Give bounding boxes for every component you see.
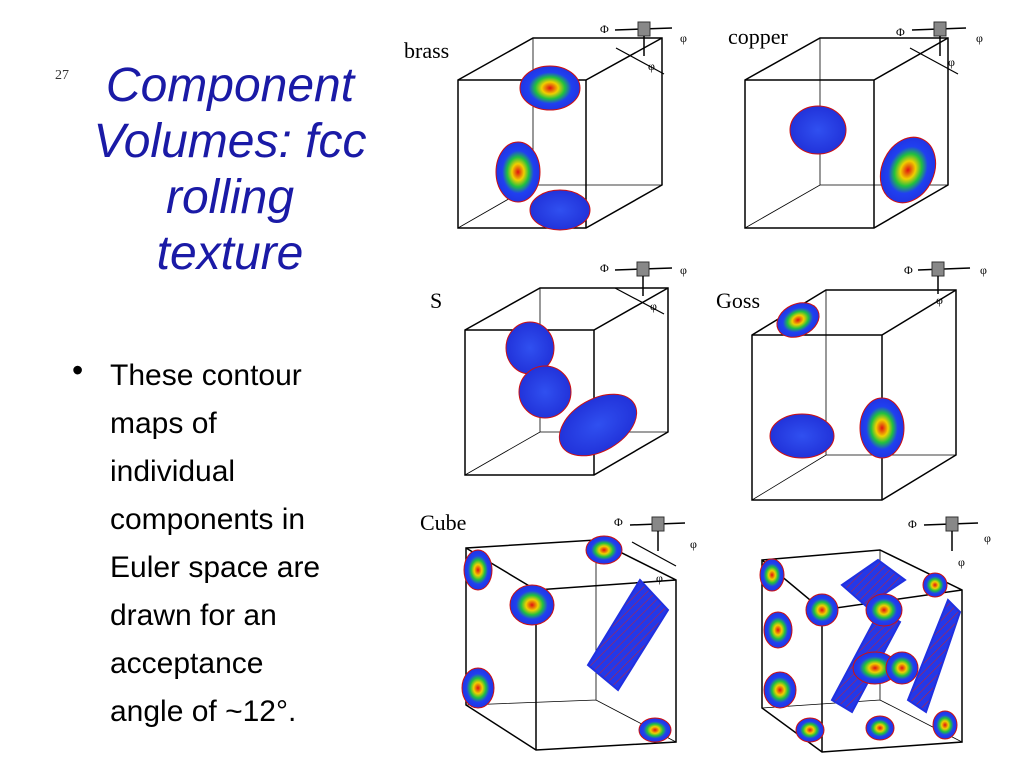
axis-label-phi3: φ <box>936 293 943 307</box>
texture-blob <box>859 397 905 459</box>
axis-label-phi1: Φ <box>600 22 609 36</box>
axis-label-phi3: φ <box>948 55 955 69</box>
axis-label-phi3: φ <box>656 571 663 585</box>
axis-label-phi2: φ <box>690 537 697 551</box>
axis-label-phi1: Φ <box>614 515 623 529</box>
texture-blob <box>865 715 895 741</box>
texture-blob <box>509 584 555 626</box>
texture-blob <box>759 558 785 592</box>
bullet-line: acceptance <box>110 647 264 680</box>
texture-blob <box>519 65 581 111</box>
title-line: Volumes: fcc <box>93 115 367 168</box>
texture-blob <box>495 141 541 203</box>
axis-label-phi2: φ <box>980 263 987 277</box>
texture-blob <box>529 189 591 231</box>
texture-fiber <box>586 578 670 692</box>
bullet-line: individual <box>110 455 236 488</box>
axis-label-phi1: Φ <box>600 261 609 275</box>
axis-label-phi2: φ <box>984 531 991 545</box>
axis-label-phi1: Φ <box>896 25 905 39</box>
panel-label-s: S <box>430 288 443 313</box>
axis-label-phi1: Φ <box>908 517 917 531</box>
texture-blob <box>763 671 797 709</box>
texture-blob <box>558 393 638 457</box>
slide-title: Component Volumes: fcc rolling texture <box>40 58 420 282</box>
texture-blob <box>463 549 493 591</box>
panel-label-goss: Goss <box>716 288 761 313</box>
title-line: Component <box>105 59 355 112</box>
texture-fiber <box>840 558 907 608</box>
title-line: rolling <box>165 171 295 224</box>
texture-blob <box>518 365 572 419</box>
axis-indicator-combined: Φ φ φ <box>908 516 991 569</box>
texture-blob <box>461 667 495 709</box>
bullet-line: components in <box>110 503 306 536</box>
texture-blob <box>638 717 672 743</box>
axis-indicator-cube: Φ φ φ <box>614 515 697 585</box>
bullet-line: These contour <box>110 359 302 392</box>
texture-fiber <box>906 598 962 714</box>
texture-blob <box>769 413 835 459</box>
texture-blob <box>776 302 820 338</box>
bullet-text: These contour maps of individual compone… <box>110 352 410 736</box>
axis-indicator-goss: Φ φ φ <box>904 261 987 307</box>
panel-label-copper: copper <box>728 24 788 49</box>
bullet-line: maps of <box>110 407 217 440</box>
title-line: texture <box>156 227 304 280</box>
axis-indicator-copper: Φ φ φ <box>896 21 983 75</box>
bullet-line: drawn for an <box>110 599 277 632</box>
axis-label-phi2: φ <box>976 31 983 45</box>
axis-label-phi3: φ <box>648 59 655 73</box>
bullet-line: Euler space are <box>110 551 321 584</box>
texture-blob <box>932 710 958 740</box>
bullet-line: angle of ~12°. <box>110 695 297 728</box>
texture-blob <box>885 651 919 685</box>
texture-blob <box>789 105 847 155</box>
texture-blob <box>763 611 793 649</box>
axis-label-phi2: φ <box>680 263 687 277</box>
panel-label-brass: brass <box>404 38 450 63</box>
texture-blob <box>922 572 948 598</box>
panel-copper <box>744 37 949 229</box>
axis-indicator-brass: Φ φ φ <box>600 21 687 75</box>
panel-label-cube: Cube <box>420 510 467 535</box>
texture-blob <box>795 717 825 743</box>
axis-label-phi2: φ <box>680 31 687 45</box>
slide-number: 27 <box>55 68 69 83</box>
bullet-dot: • <box>72 352 84 388</box>
axis-indicator-s: Φ φ φ <box>600 261 687 315</box>
texture-blob <box>865 593 903 627</box>
axis-label-phi3: φ <box>958 555 965 569</box>
axis-label-phi3: φ <box>650 299 657 313</box>
texture-blob <box>585 535 623 565</box>
texture-blob <box>879 136 937 204</box>
texture-blob <box>805 593 839 627</box>
axis-label-phi1: Φ <box>904 263 913 277</box>
